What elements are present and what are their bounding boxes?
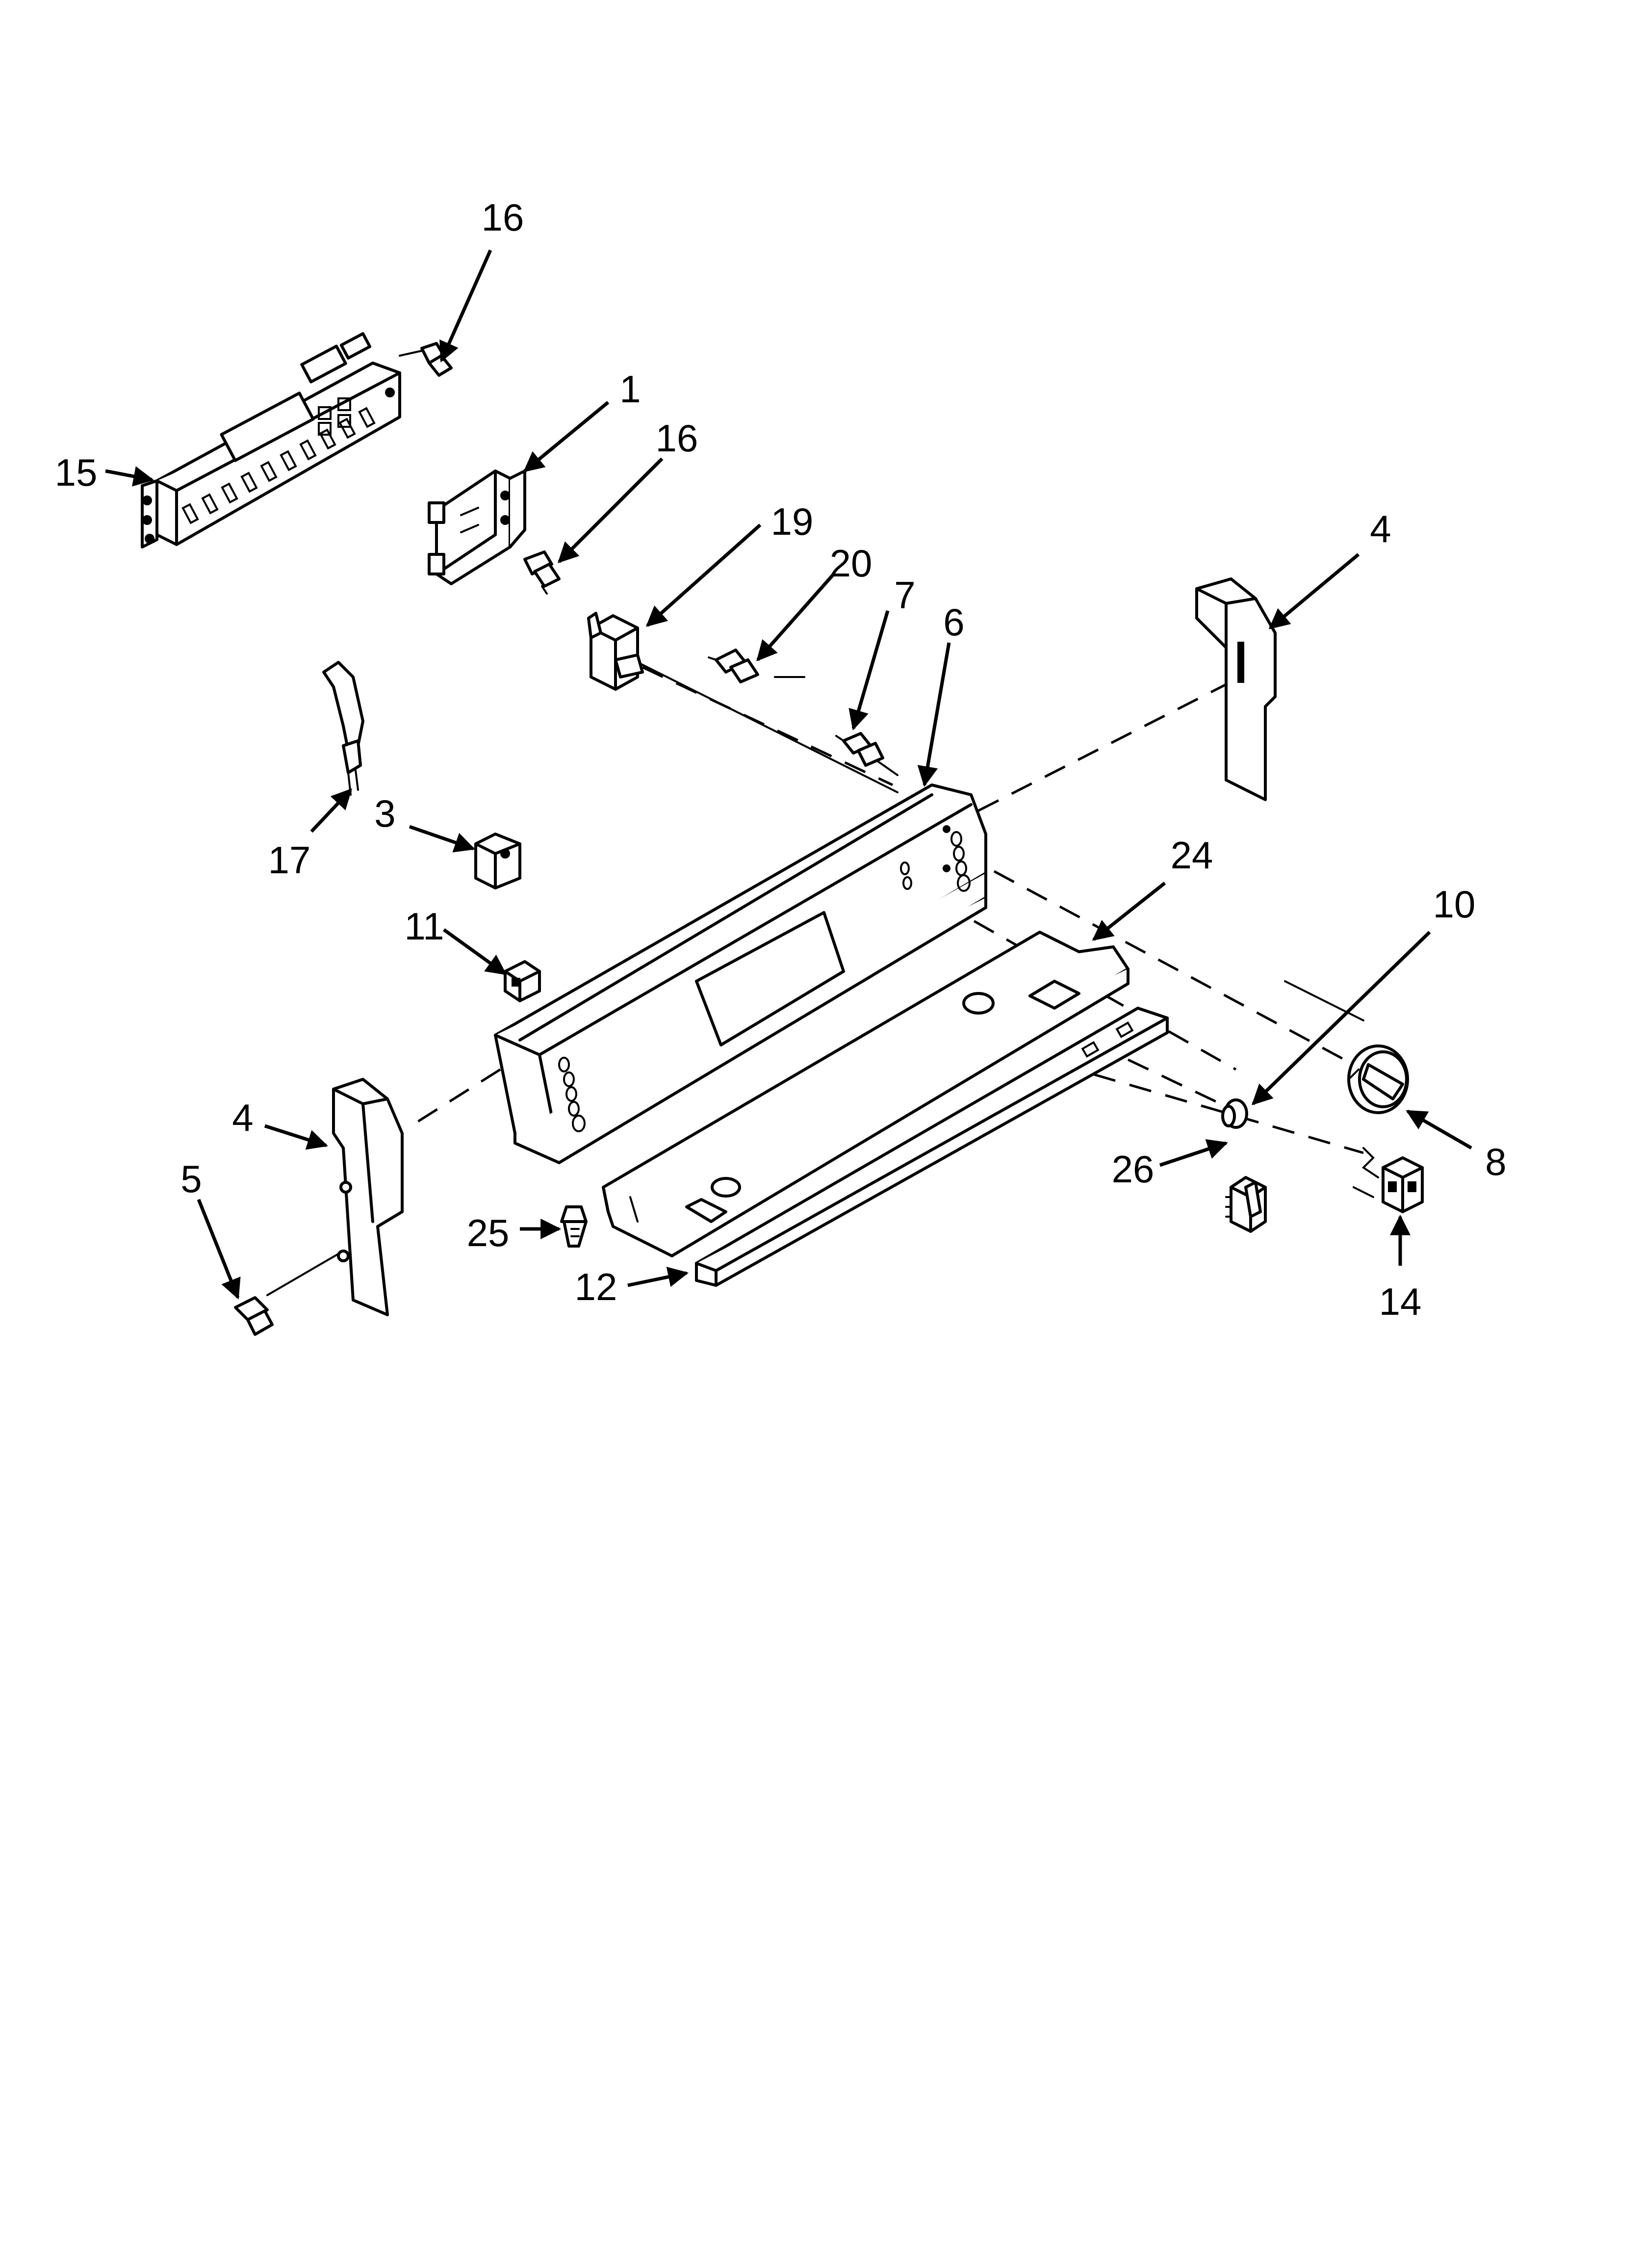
callout-12: 12: [575, 1265, 617, 1308]
part-4-end-cap-right[interactable]: [1195, 577, 1277, 801]
part-3-switch[interactable]: [474, 833, 521, 889]
part-15-control-board[interactable]: [141, 332, 401, 548]
callout-14: 14: [1379, 1280, 1422, 1323]
part-6-control-panel[interactable]: [494, 783, 987, 1164]
callout-10: 10: [1433, 883, 1476, 926]
part-1-bracket[interactable]: [428, 469, 526, 585]
part-17-wire-bracket[interactable]: [322, 661, 364, 796]
callout-6: 6: [943, 600, 964, 644]
part-25-screw[interactable]: [560, 1205, 588, 1248]
callout-5: 5: [180, 1157, 202, 1200]
callout-15: 15: [55, 451, 98, 494]
callout-4-right: 4: [1370, 507, 1391, 550]
callout-7: 7: [894, 574, 915, 617]
callout-1: 1: [619, 367, 641, 411]
callout-3: 3: [374, 792, 395, 835]
part-8-knob[interactable]: [1347, 1044, 1409, 1114]
part-24-inner-panel[interactable]: [602, 931, 1129, 1257]
part-4-end-cap-left[interactable]: [332, 1078, 404, 1316]
callout-11: 11: [405, 905, 444, 948]
part-11-clip[interactable]: [504, 960, 541, 1002]
part-10-indicator-lens[interactable]: [1221, 1098, 1248, 1129]
part-12-trim-strip[interactable]: [695, 1007, 1169, 1287]
part-5-screw[interactable]: [234, 1296, 274, 1336]
callout-16-lower: 16: [656, 417, 698, 460]
part-26-rocker-switch[interactable]: [1225, 1176, 1267, 1233]
part-20-screw[interactable]: [708, 649, 759, 683]
callout-19: 19: [771, 500, 814, 543]
callout-numbers: 16 15 1 16 19 20 7 6 4 3 17 11 24 10 4 5…: [55, 196, 1507, 1323]
part-7-screw[interactable]: [835, 732, 884, 767]
part-19-switch[interactable]: [587, 612, 644, 691]
callout-17: 17: [268, 838, 311, 882]
callout-16-upper: 16: [482, 196, 524, 239]
leader-lines: [105, 249, 1472, 1300]
callout-20: 20: [830, 542, 872, 585]
callout-24: 24: [1171, 834, 1213, 877]
callout-8: 8: [1485, 1140, 1506, 1183]
callout-4-left: 4: [232, 1096, 253, 1139]
part-16-screw-upper[interactable]: [399, 342, 453, 377]
callout-26: 26: [1112, 1147, 1155, 1191]
part-14-switch[interactable]: [1353, 1147, 1424, 1213]
part-16-screw-lower[interactable]: [523, 550, 561, 595]
callout-25: 25: [467, 1211, 510, 1254]
assembly-lines: [266, 652, 1364, 1296]
